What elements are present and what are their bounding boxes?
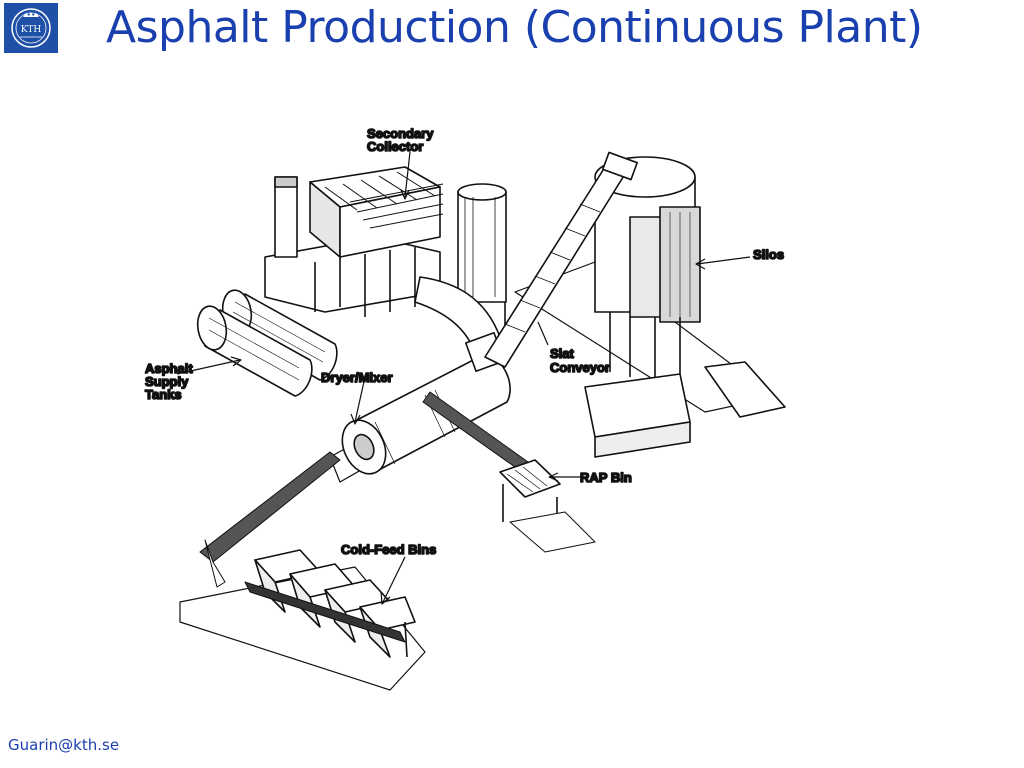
label-secondary-collector-2: Collector (367, 139, 423, 154)
label-rap-bin: RAP Bin (580, 470, 632, 485)
cold-feed-conveyor (199, 451, 341, 563)
rap-bin (499, 459, 596, 553)
label-silos: Silos (753, 247, 784, 262)
storage-silo-small (457, 183, 507, 327)
slat-conveyor (484, 151, 638, 368)
label-asphalt-tanks-3: Tanks (145, 387, 182, 402)
label-slat-conveyor-2: Conveyor (550, 360, 610, 375)
logo-text: KTH (21, 25, 42, 35)
asphalt-supply-tanks (196, 289, 338, 397)
footer-email: Guarin@kth.se (8, 736, 120, 754)
diagram-labels: Secondary Collector Silos Asphalt Supply… (144, 125, 785, 558)
cold-feed-bins (244, 549, 416, 658)
dryer-mixer-drum (329, 331, 511, 483)
logo-background (4, 3, 58, 53)
label-asphalt-tanks-1: Asphalt (145, 361, 193, 376)
label-dryer-mixer: Dryer/Mixer (321, 370, 393, 385)
label-cold-feed-bins: Cold-Feed Bins (341, 542, 436, 557)
kth-logo: KTH (4, 3, 58, 53)
label-asphalt-tanks-2: Supply (145, 374, 189, 389)
slide-title: Asphalt Production (Continuous Plant) (106, 2, 923, 53)
callout-arrows (176, 151, 751, 605)
label-secondary-collector-1: Secondary (367, 126, 434, 141)
label-slat-conveyor-1: Slat (550, 346, 575, 361)
kth-crest-icon (11, 8, 51, 48)
silos (514, 156, 786, 458)
asphalt-plant-diagram: Secondary Collector Silos Asphalt Supply… (144, 125, 786, 691)
